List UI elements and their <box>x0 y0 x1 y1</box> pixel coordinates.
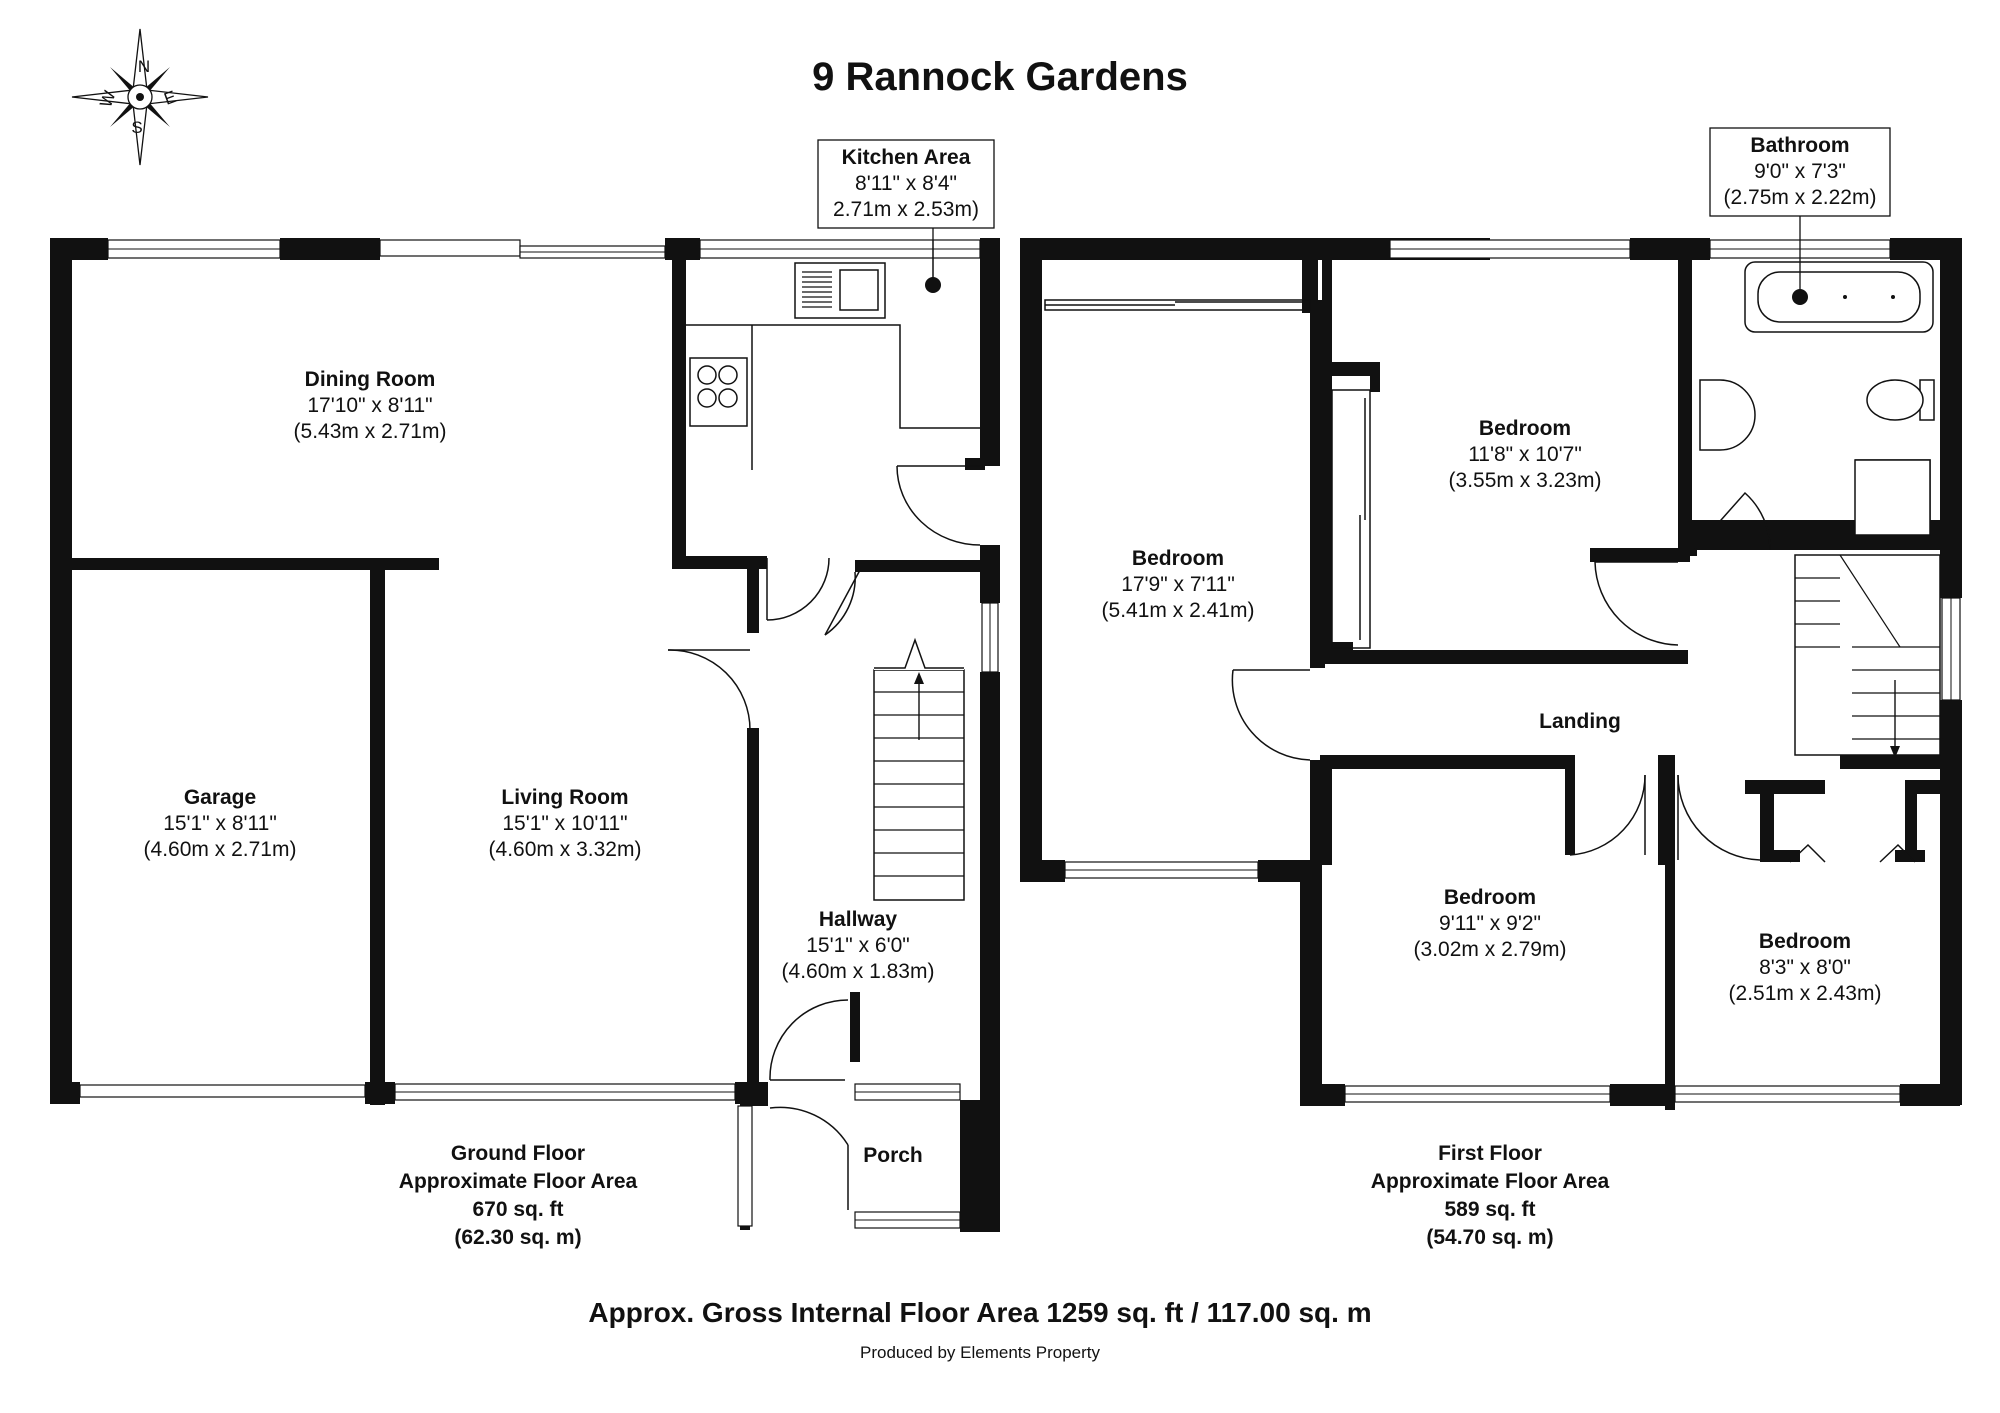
room-bedroom-3: Bedroom 9'11" x 9'2" (3.02m x 2.79m) <box>1414 886 1567 961</box>
room-kitchen: Kitchen Area 8'11" x 8'4" 2.71m x 2.53m) <box>833 146 979 221</box>
room-name: Hallway <box>819 908 898 931</box>
room-name: Garage <box>184 786 256 809</box>
wardrobes <box>1044 299 1916 863</box>
ground-floor-walls <box>50 238 1000 1232</box>
svg-text:589 sq. ft: 589 sq. ft <box>1444 1198 1535 1221</box>
room-metric: (4.60m x 2.71m) <box>144 838 297 861</box>
room-name: Bedroom <box>1444 886 1536 909</box>
svg-text:First Floor: First Floor <box>1438 1142 1542 1165</box>
kitchen-label-box <box>817 139 995 280</box>
kitchen-fittings <box>686 240 980 470</box>
svg-text:(54.70 sq. m): (54.70 sq. m) <box>1426 1226 1553 1249</box>
room-bedroom-1: Bedroom 17'9" x 7'11" (5.41m x 2.41m) <box>1102 547 1255 622</box>
ground-floor-caption: Ground Floor Approximate Floor Area 670 … <box>399 1142 638 1249</box>
room-imperial: 9'11" x 9'2" <box>1439 912 1541 935</box>
room-imperial: 15'1" x 6'0" <box>806 934 910 957</box>
first-floor-caption: First Floor Approximate Floor Area 589 s… <box>1371 1142 1610 1249</box>
room-metric: (5.41m x 2.41m) <box>1102 599 1255 622</box>
ground-floor-windows <box>79 239 999 1229</box>
compass-n: N <box>138 57 150 76</box>
room-bathroom: Bathroom 9'0" x 7'3" (2.75m x 2.22m) <box>1724 134 1877 209</box>
room-name: Dining Room <box>305 368 436 391</box>
bathroom-fittings <box>1699 205 1935 536</box>
svg-text:Approximate Floor Area: Approximate Floor Area <box>1371 1170 1610 1193</box>
room-living: Living Room 15'1" x 10'11" (4.60m x 3.32… <box>489 786 642 861</box>
boiler-icon <box>925 277 941 293</box>
room-name: Kitchen Area <box>842 146 971 169</box>
compass-w: W <box>96 88 119 110</box>
room-hallway: Hallway 15'1" x 6'0" (4.60m x 1.83m) <box>782 908 935 983</box>
svg-text:Ground Floor: Ground Floor <box>451 1142 585 1165</box>
room-bedroom-4: Bedroom 8'3" x 8'0" (2.51m x 2.43m) <box>1729 930 1882 1005</box>
room-metric: 2.71m x 2.53m) <box>833 198 979 221</box>
first-floor-walls <box>1020 238 1962 1110</box>
room-metric: (2.51m x 2.43m) <box>1729 982 1882 1005</box>
ground-stairs <box>873 600 965 901</box>
room-imperial: 8'11" x 8'4" <box>855 172 957 195</box>
room-metric: (2.75m x 2.22m) <box>1724 186 1877 209</box>
room-imperial: 15'1" x 8'11" <box>163 812 277 835</box>
room-metric: (3.02m x 2.79m) <box>1414 938 1567 961</box>
ground-floor-doors <box>667 465 981 1210</box>
room-name: Bedroom <box>1132 547 1224 570</box>
room-landing: Landing <box>1539 710 1621 733</box>
room-name: Porch <box>863 1144 923 1167</box>
room-name: Landing <box>1539 710 1621 733</box>
room-imperial: 17'9" x 7'11" <box>1121 573 1235 596</box>
room-name: Bedroom <box>1479 417 1571 440</box>
first-floor-doors <box>1231 491 1771 861</box>
first-floor-windows <box>1064 239 1961 1103</box>
hob-icon <box>689 357 748 427</box>
basin-icon <box>1699 379 1756 451</box>
room-name: Living Room <box>501 786 628 809</box>
room-bedroom-2: Bedroom 11'8" x 10'7" (3.55m x 3.23m) <box>1449 417 1602 492</box>
svg-text:Approximate Floor Area: Approximate Floor Area <box>399 1170 638 1193</box>
gross-floor-area: Approx. Gross Internal Floor Area 1259 s… <box>588 1297 1371 1328</box>
room-metric: (5.43m x 2.71m) <box>294 420 447 443</box>
room-metric: (3.55m x 3.23m) <box>1449 469 1602 492</box>
room-name: Bedroom <box>1759 930 1851 953</box>
room-imperial: 17'10" x 8'11" <box>307 394 432 417</box>
room-metric: (4.60m x 1.83m) <box>782 960 935 983</box>
plan-title: 9 Rannock Gardens <box>812 55 1188 99</box>
svg-text:670 sq. ft: 670 sq. ft <box>472 1198 563 1221</box>
room-imperial: 15'1" x 10'11" <box>502 812 627 835</box>
room-imperial: 9'0" x 7'3" <box>1754 160 1846 183</box>
room-metric: (4.60m x 3.32m) <box>489 838 642 861</box>
svg-text:(62.30 sq. m): (62.30 sq. m) <box>454 1226 581 1249</box>
room-garage: Garage 15'1" x 8'11" (4.60m x 2.71m) <box>144 786 297 861</box>
bathroom-label-box <box>1709 127 1891 217</box>
producer-credit: Produced by Elements Property <box>860 1343 1101 1362</box>
room-imperial: 8'3" x 8'0" <box>1759 956 1851 979</box>
first-floor-stairs <box>1794 554 1941 758</box>
compass-icon: N S E W <box>71 28 209 166</box>
room-porch: Porch <box>863 1144 923 1167</box>
room-imperial: 11'8" x 10'7" <box>1468 443 1582 466</box>
compass-s: S <box>131 118 142 137</box>
compass-e: E <box>162 87 179 109</box>
room-name: Bathroom <box>1750 134 1849 157</box>
room-dining: Dining Room 17'10" x 8'11" (5.43m x 2.71… <box>294 368 447 443</box>
